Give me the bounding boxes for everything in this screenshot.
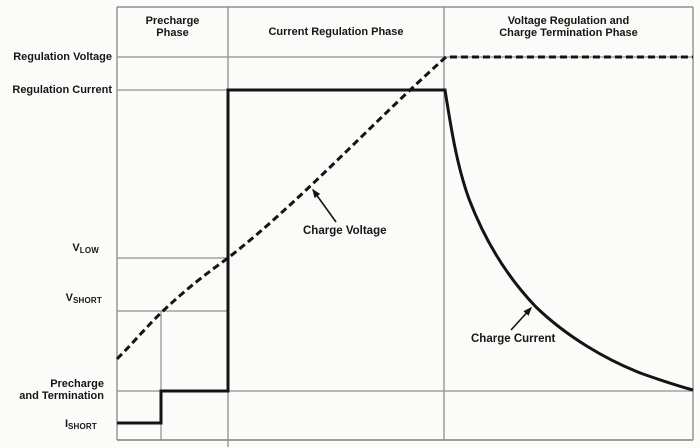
regulation-voltage-label: Regulation Voltage	[13, 51, 112, 63]
curves	[115, 55, 694, 425]
charge-voltage-curve	[115, 55, 693, 361]
v-short-subscript: SHORT	[73, 296, 102, 305]
i-short-subscript: SHORT	[68, 422, 97, 431]
grid-lines	[116, 6, 694, 447]
v-low-subscript: LOW	[79, 246, 99, 255]
v-low-symbol: V	[72, 242, 80, 254]
i-short-symbol: I	[64, 418, 68, 430]
v-short-label: VSHORT	[0, 292, 102, 306]
voltage-regulation-phase-header: Voltage Regulation and Charge Terminatio…	[499, 15, 638, 40]
v-low-label: VLOW	[0, 242, 99, 256]
annotation-arrows	[312, 188, 533, 331]
v-short-symbol: V	[65, 292, 73, 304]
precharge-termination-label: Precharge and Termination	[19, 378, 104, 403]
charge-voltage-arrow	[312, 188, 337, 223]
i-short-label: ISHORT	[0, 418, 97, 432]
charge-current-annotation: Charge Current	[471, 333, 556, 345]
charge-current-curve	[117, 88, 694, 425]
charge-current-arrow	[510, 306, 533, 331]
regulation-current-label: Regulation Current	[12, 84, 112, 96]
charge-voltage-annotation: Charge Voltage	[303, 225, 387, 237]
precharge-phase-header: Precharge Phase	[145, 15, 200, 40]
current-regulation-phase-header: Current Regulation Phase	[268, 26, 404, 38]
